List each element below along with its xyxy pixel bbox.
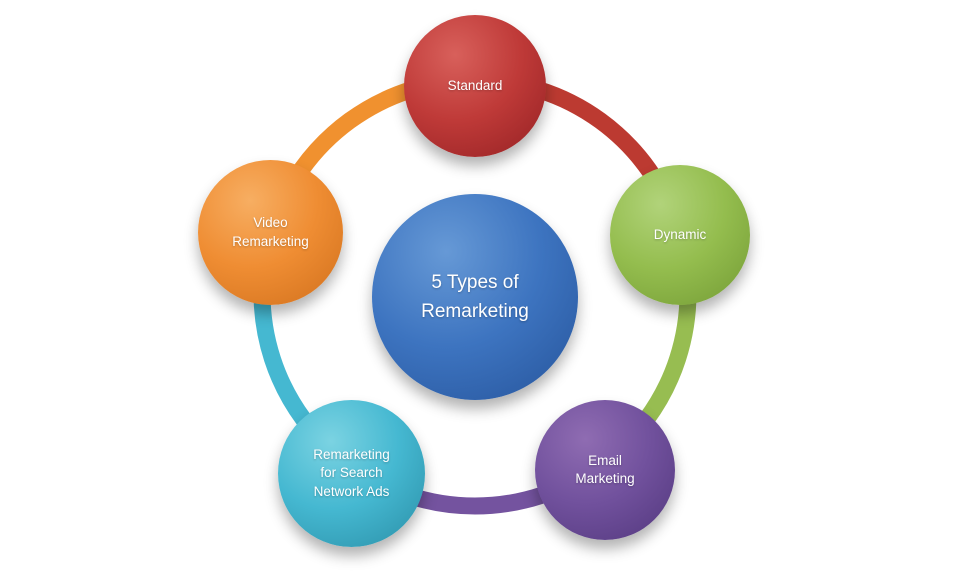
node-video-remarketing: Video Remarketing <box>198 160 343 305</box>
node-search-network-ads: Remarketing for Search Network Ads <box>278 400 425 547</box>
center-hub-circle: 5 Types of Remarketing <box>372 194 578 400</box>
node-standard-label: Standard <box>447 77 503 93</box>
node-dynamic: Dynamic <box>610 165 750 305</box>
node-search-network-ads-label: Remarketing for Search Network Ads <box>313 447 390 499</box>
node-email-marketing: Email Marketing <box>535 400 675 540</box>
node-video-remarketing-label: Video Remarketing <box>232 215 309 249</box>
node-standard: Standard <box>404 15 546 157</box>
node-email-marketing-label: Email Marketing <box>575 452 635 486</box>
center-hub-label: 5 Types of Remarketing <box>421 271 529 322</box>
node-dynamic-label: Dynamic <box>653 226 707 242</box>
